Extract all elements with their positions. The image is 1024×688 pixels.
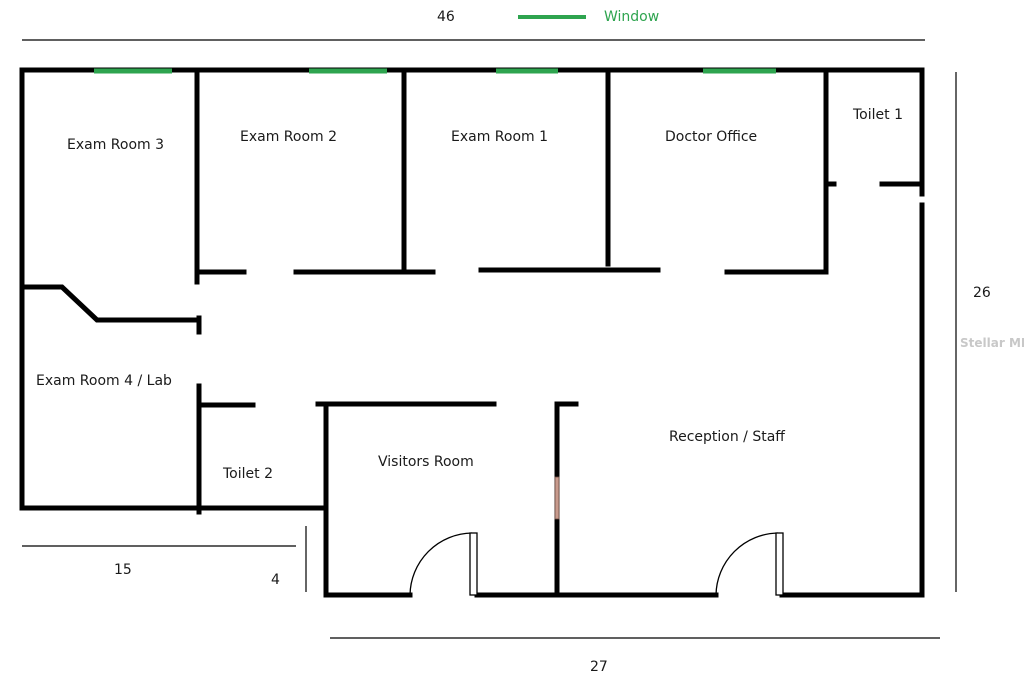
legend-window-label: Window — [604, 9, 659, 25]
legend: Window — [518, 9, 659, 25]
dimension-right-label: 26 — [973, 285, 991, 301]
room-label-exam-room-2: Exam Room 2 — [240, 129, 337, 145]
room-label-exam-room-1: Exam Room 1 — [451, 129, 548, 145]
dimension-bottom-label: 27 — [590, 659, 608, 675]
room-label-exam-room-4-lab: Exam Room 4 / Lab — [36, 373, 172, 389]
room-label-exam-room-3: Exam Room 3 — [67, 137, 164, 153]
sliding-door-panel — [554, 476, 560, 520]
entry-door-visitors — [409, 532, 478, 596]
room-label-reception-staff: Reception / Staff — [669, 429, 785, 445]
room-label-doctor-office: Doctor Office — [665, 129, 757, 145]
room-label-toilet-1: Toilet 1 — [852, 107, 903, 123]
room-label-visitors-room: Visitors Room — [378, 454, 474, 470]
dimension-bottom-small-label: 4 — [271, 572, 280, 588]
entry-door-reception — [715, 532, 784, 596]
dimension-top-label: 46 — [437, 9, 455, 25]
watermark: Stellar MLS — [960, 336, 1024, 350]
dimensions: 46 26 15 4 27 — [22, 9, 991, 675]
room-labels: Exam Room 3 Exam Room 2 Exam Room 1 Doct… — [36, 107, 903, 482]
dimension-bottom-left-label: 15 — [114, 562, 132, 578]
room-label-toilet-2: Toilet 2 — [222, 466, 273, 482]
